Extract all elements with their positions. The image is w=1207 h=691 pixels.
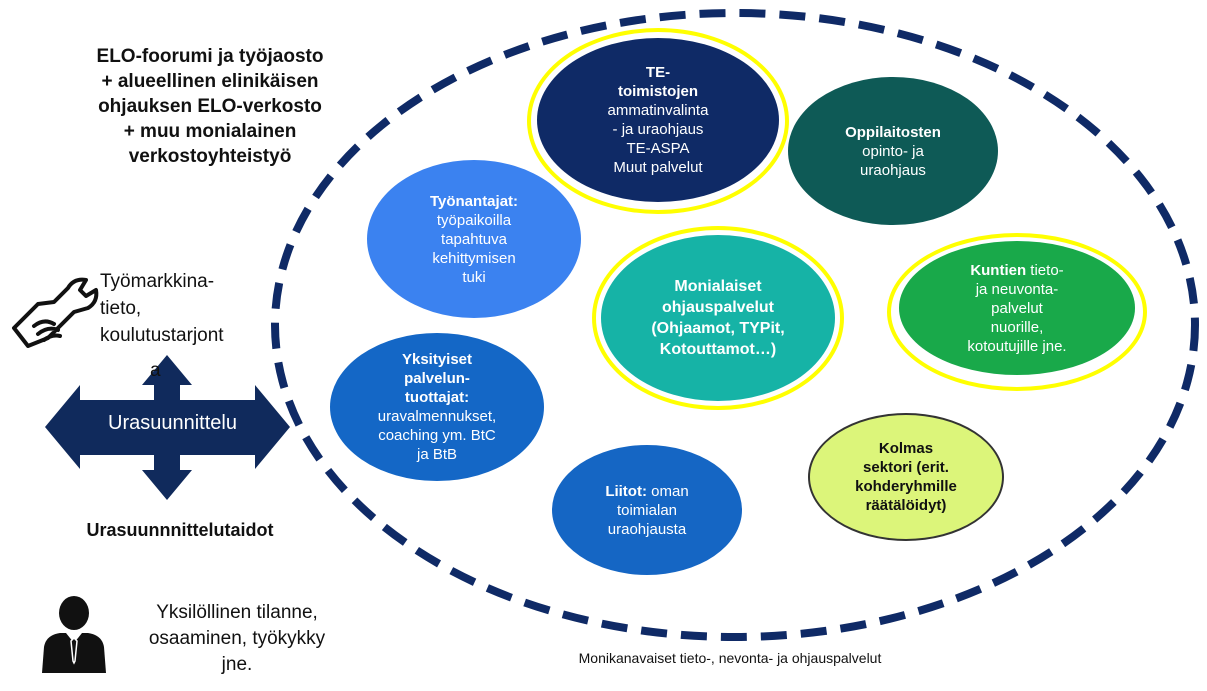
businessman-icon	[42, 596, 106, 673]
service-third-sector: Kolmas sektori (erit. kohderyhmille räät…	[808, 413, 1004, 541]
service-multisector-guidance: Monialaiset ohjauspalvelut (Ohjaamot, TY…	[601, 235, 835, 401]
oppilaitos-title: Oppilaitosten	[845, 123, 941, 141]
highlight-ring-te	[527, 28, 789, 214]
tyonantajat-line: tapahtuva	[441, 230, 507, 248]
labor-market-line: Työmarkkina-	[100, 271, 215, 292]
title-line: + muu monialainen	[123, 121, 297, 142]
title-line: verkostoyhteistyö	[128, 146, 292, 167]
tyonantajat-title: Työnantajat:	[429, 192, 519, 210]
te-line: ammatinvalinta	[607, 102, 709, 119]
yksityiset-title-line: tuottajat:	[404, 389, 470, 406]
service-educational-institutions: Oppilaitosten opinto- ja uraohjaus	[788, 77, 998, 225]
individual-line: jne.	[221, 654, 253, 675]
te-title-line: toimistojen	[617, 83, 698, 100]
service-municipalities: Kuntien tieto- ja neuvonta- palvelut nuo…	[899, 241, 1135, 375]
kuntien-line: ja neuvonta-	[975, 280, 1059, 298]
tyonantajat-line: tuki	[462, 268, 486, 286]
kuntien-line: palvelut	[991, 299, 1043, 317]
network-title: ELO-foorumi ja työjaosto + alueellinen e…	[40, 44, 380, 169]
kolmas-line: sektori (erit.	[863, 459, 949, 476]
highlight-ring-kuntien	[887, 233, 1147, 391]
liitot-line: uraohjausta	[607, 520, 687, 538]
te-line: Muut palvelut	[613, 159, 703, 176]
title-line: + alueellinen elinikäisen	[101, 71, 319, 92]
title-line: ohjauksen ELO-verkosto	[98, 96, 322, 117]
monialaiset-line: Kotouttamot…)	[659, 341, 777, 358]
te-title-line: TE-	[645, 64, 671, 81]
oppilaitos-line: opinto- ja	[862, 142, 924, 160]
oppilaitos-line: uraohjaus	[860, 161, 926, 179]
individual-line: Yksilöllinen tilanne,	[156, 602, 318, 623]
labor-market-text: Työmarkkina- tieto, koulutustarjont	[100, 268, 300, 349]
service-employers: Työnantajat: työpaikoilla tapahtuva kehi…	[367, 160, 581, 318]
yksityiset-line: uravalmennukset,	[377, 408, 497, 425]
kuntien-line: tieto-	[1026, 261, 1064, 279]
title-line: ELO-foorumi ja työjaosto	[96, 46, 324, 67]
liitot-line: oman	[646, 482, 689, 500]
monialaiset-line: (Ohjaamot, TYPit,	[651, 320, 785, 337]
labor-market-line-last: a	[150, 360, 161, 381]
labor-market-line: koulutustarjont	[100, 325, 224, 346]
yksityiset-title-line: palvelun-	[404, 370, 470, 387]
te-line: TE-ASPA	[626, 140, 690, 157]
individual-line: osaaminen, työkykky	[148, 628, 326, 649]
individual-situation-text: Yksilöllinen tilanne, osaaminen, työkykk…	[112, 600, 362, 678]
highlight-ring-monialaiset	[592, 226, 844, 410]
yksityiset-line: ja BtB	[416, 446, 458, 463]
kuntien-title: Kuntien	[970, 261, 1027, 279]
service-unions: Liitot: oman toimialan uraohjausta	[552, 445, 742, 575]
liitot-line: toimialan	[616, 501, 677, 519]
monialaiset-line: ohjauspalvelut	[661, 299, 775, 316]
kuntien-line: kotoutujille jne.	[967, 337, 1067, 355]
yksityiset-title-line: Yksityiset	[401, 351, 473, 368]
liitot-title: Liitot:	[605, 482, 647, 500]
wrench-hand-icon	[12, 277, 99, 348]
service-te-offices: TE- toimistojen ammatinvalinta - ja urao…	[537, 38, 779, 202]
kuntien-line: nuorille,	[990, 318, 1044, 336]
yksityiset-line: coaching ym. BtC	[378, 427, 496, 444]
career-planning-label: Urasuunnittelu	[108, 412, 237, 434]
kolmas-line: Kolmas	[878, 440, 934, 457]
career-skills-title: Urasuunnnittelutaidot	[86, 520, 274, 540]
service-private-providers: Yksityiset palvelun- tuottajat: uravalme…	[330, 333, 544, 481]
kolmas-line: kohderyhmille	[855, 478, 957, 495]
tyonantajat-line: työpaikoilla	[436, 211, 512, 229]
multichannel-services-caption: Monikanavaiset tieto-, nevonta- ja ohjau…	[578, 650, 882, 666]
labor-market-line: tieto,	[100, 298, 142, 319]
te-line: - ja uraohjaus	[612, 121, 704, 138]
monialaiset-line: Monialaiset	[674, 278, 762, 295]
four-way-arrow-icon	[45, 355, 290, 500]
tyonantajat-line: kehittymisen	[432, 249, 516, 267]
kolmas-line: räätälöidyt)	[865, 497, 947, 514]
